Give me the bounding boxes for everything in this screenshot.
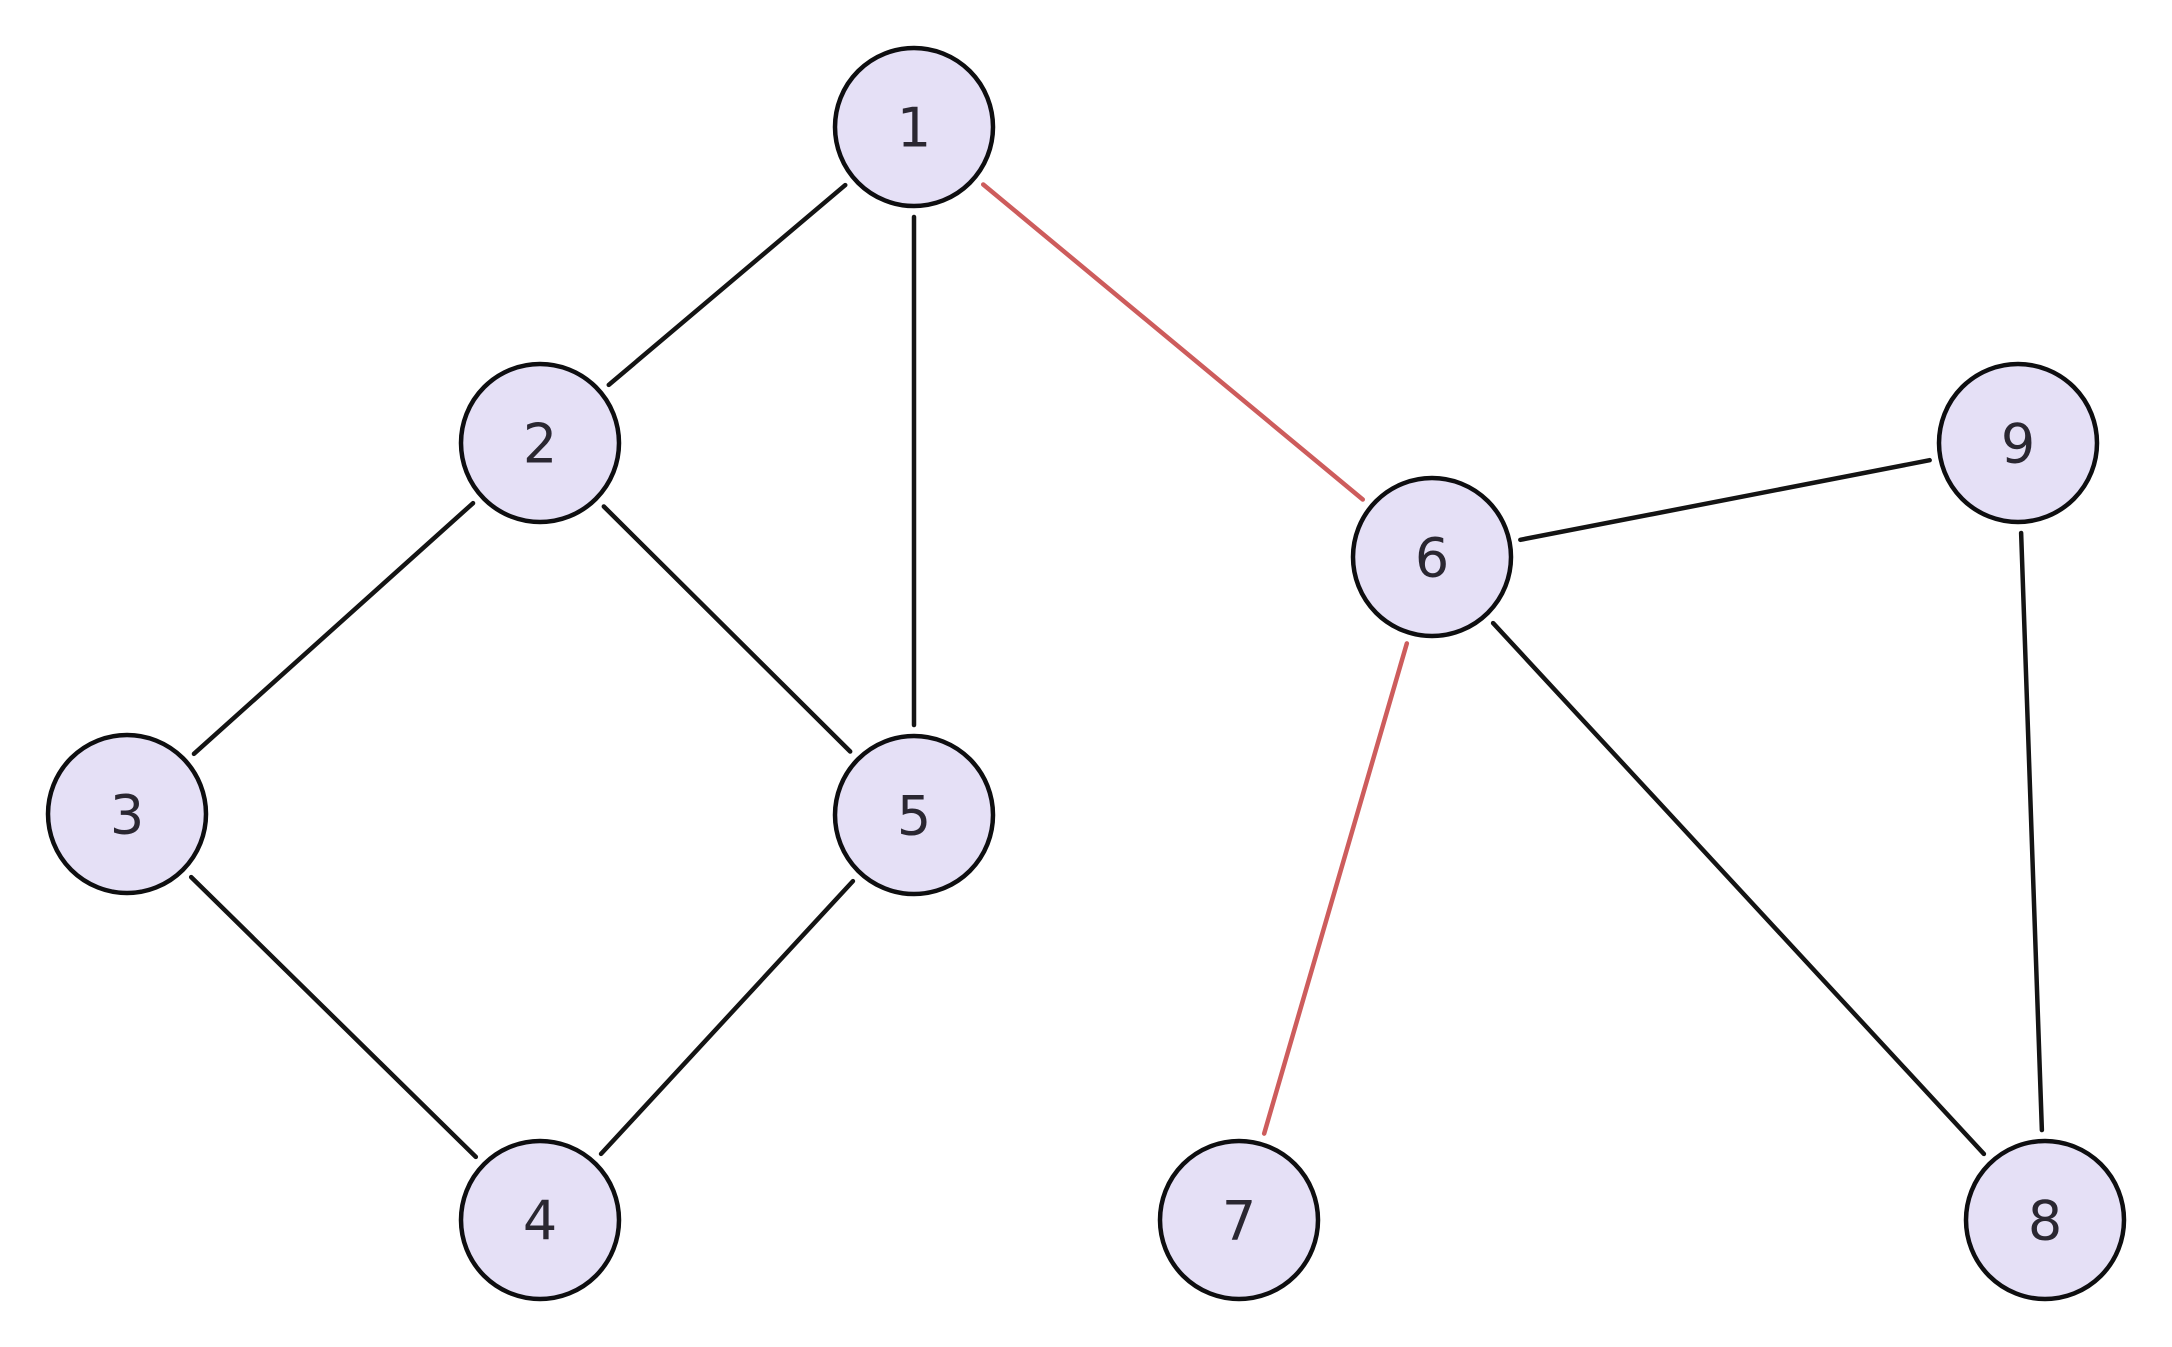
node-circle <box>1936 361 2100 525</box>
node-label: 3 <box>110 783 144 846</box>
node-circle <box>1350 475 1514 639</box>
edge-6-8 <box>1490 620 1987 1157</box>
node-circle <box>45 732 209 896</box>
edge-1-6 <box>980 182 1366 502</box>
edge-3-4 <box>188 874 479 1160</box>
node-label: 1 <box>897 96 931 159</box>
node-circle <box>832 45 996 209</box>
node-circle <box>832 733 996 897</box>
graph-node-3: 3 <box>45 732 209 896</box>
graph-node-8: 8 <box>1963 1138 2127 1302</box>
node-circle <box>458 1138 622 1302</box>
edge-8-9 <box>2018 530 2045 1133</box>
edge-6-7 <box>1261 641 1410 1136</box>
graph-node-9: 9 <box>1936 361 2100 525</box>
graph-node-5: 5 <box>832 733 996 897</box>
node-circle <box>1157 1138 1321 1302</box>
node-label: 6 <box>1415 526 1449 589</box>
node-label: 9 <box>2001 412 2035 475</box>
edge-2-5 <box>601 504 853 754</box>
graph-node-7: 7 <box>1157 1138 1321 1302</box>
edge-6-9 <box>1518 457 1932 543</box>
graph-node-1: 1 <box>832 45 996 209</box>
node-label: 2 <box>523 412 557 475</box>
node-circle <box>1963 1138 2127 1302</box>
node-label: 7 <box>1222 1189 1256 1252</box>
edge-4-5 <box>598 878 856 1157</box>
graph-node-2: 2 <box>458 361 622 525</box>
node-label: 8 <box>2028 1189 2062 1252</box>
graph-node-6: 6 <box>1350 475 1514 639</box>
node-circle <box>458 361 622 525</box>
node-label: 5 <box>897 784 931 847</box>
edge-2-3 <box>191 500 476 757</box>
node-label: 4 <box>523 1189 557 1252</box>
graph-node-4: 4 <box>458 1138 622 1302</box>
edge-1-2 <box>606 182 848 388</box>
